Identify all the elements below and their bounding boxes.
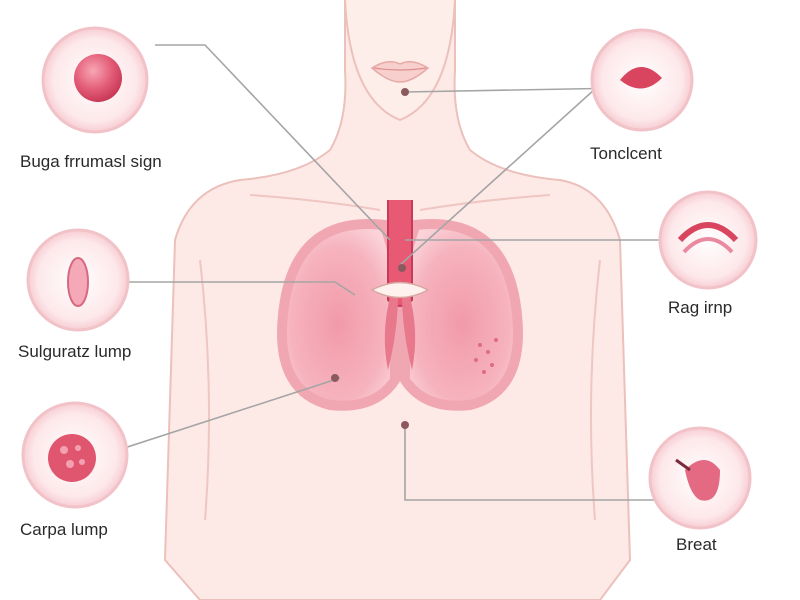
label-mid-left: Sulguratz lump: [18, 342, 132, 361]
bronchus-right: [402, 290, 416, 370]
callout-top-right: [590, 28, 694, 132]
callout-bottom-left: [21, 401, 129, 509]
callout-mid-left: [26, 228, 130, 332]
gland-shape: [370, 281, 430, 299]
lump-oval: [67, 257, 89, 307]
lung-speckles: [474, 338, 498, 374]
lips: [370, 61, 430, 83]
label-bottom-left: Carpa lump: [20, 520, 108, 539]
bronchus-left: [384, 290, 398, 370]
lump-ball: [74, 54, 122, 102]
callout-top-left: [41, 26, 149, 134]
lump-arc: [677, 222, 739, 243]
label-mid-right: Rag irnp: [668, 298, 733, 317]
right-lung: [400, 219, 523, 411]
leader-lines: [111, 44, 690, 501]
label-top-left: Buga frrumasl sign: [20, 152, 162, 171]
lump-lobe: [685, 460, 720, 501]
lump-textured: [48, 434, 96, 482]
callout-mid-right: [658, 190, 758, 290]
left-lung: [277, 219, 400, 411]
trachea: [387, 200, 413, 307]
lungs: [277, 200, 523, 411]
callout-bottom-right: [648, 426, 752, 530]
label-top-right: Tonclcent: [590, 144, 662, 163]
lump-lip-shape: [620, 66, 662, 89]
label-bottom-right: Breat: [676, 535, 717, 554]
